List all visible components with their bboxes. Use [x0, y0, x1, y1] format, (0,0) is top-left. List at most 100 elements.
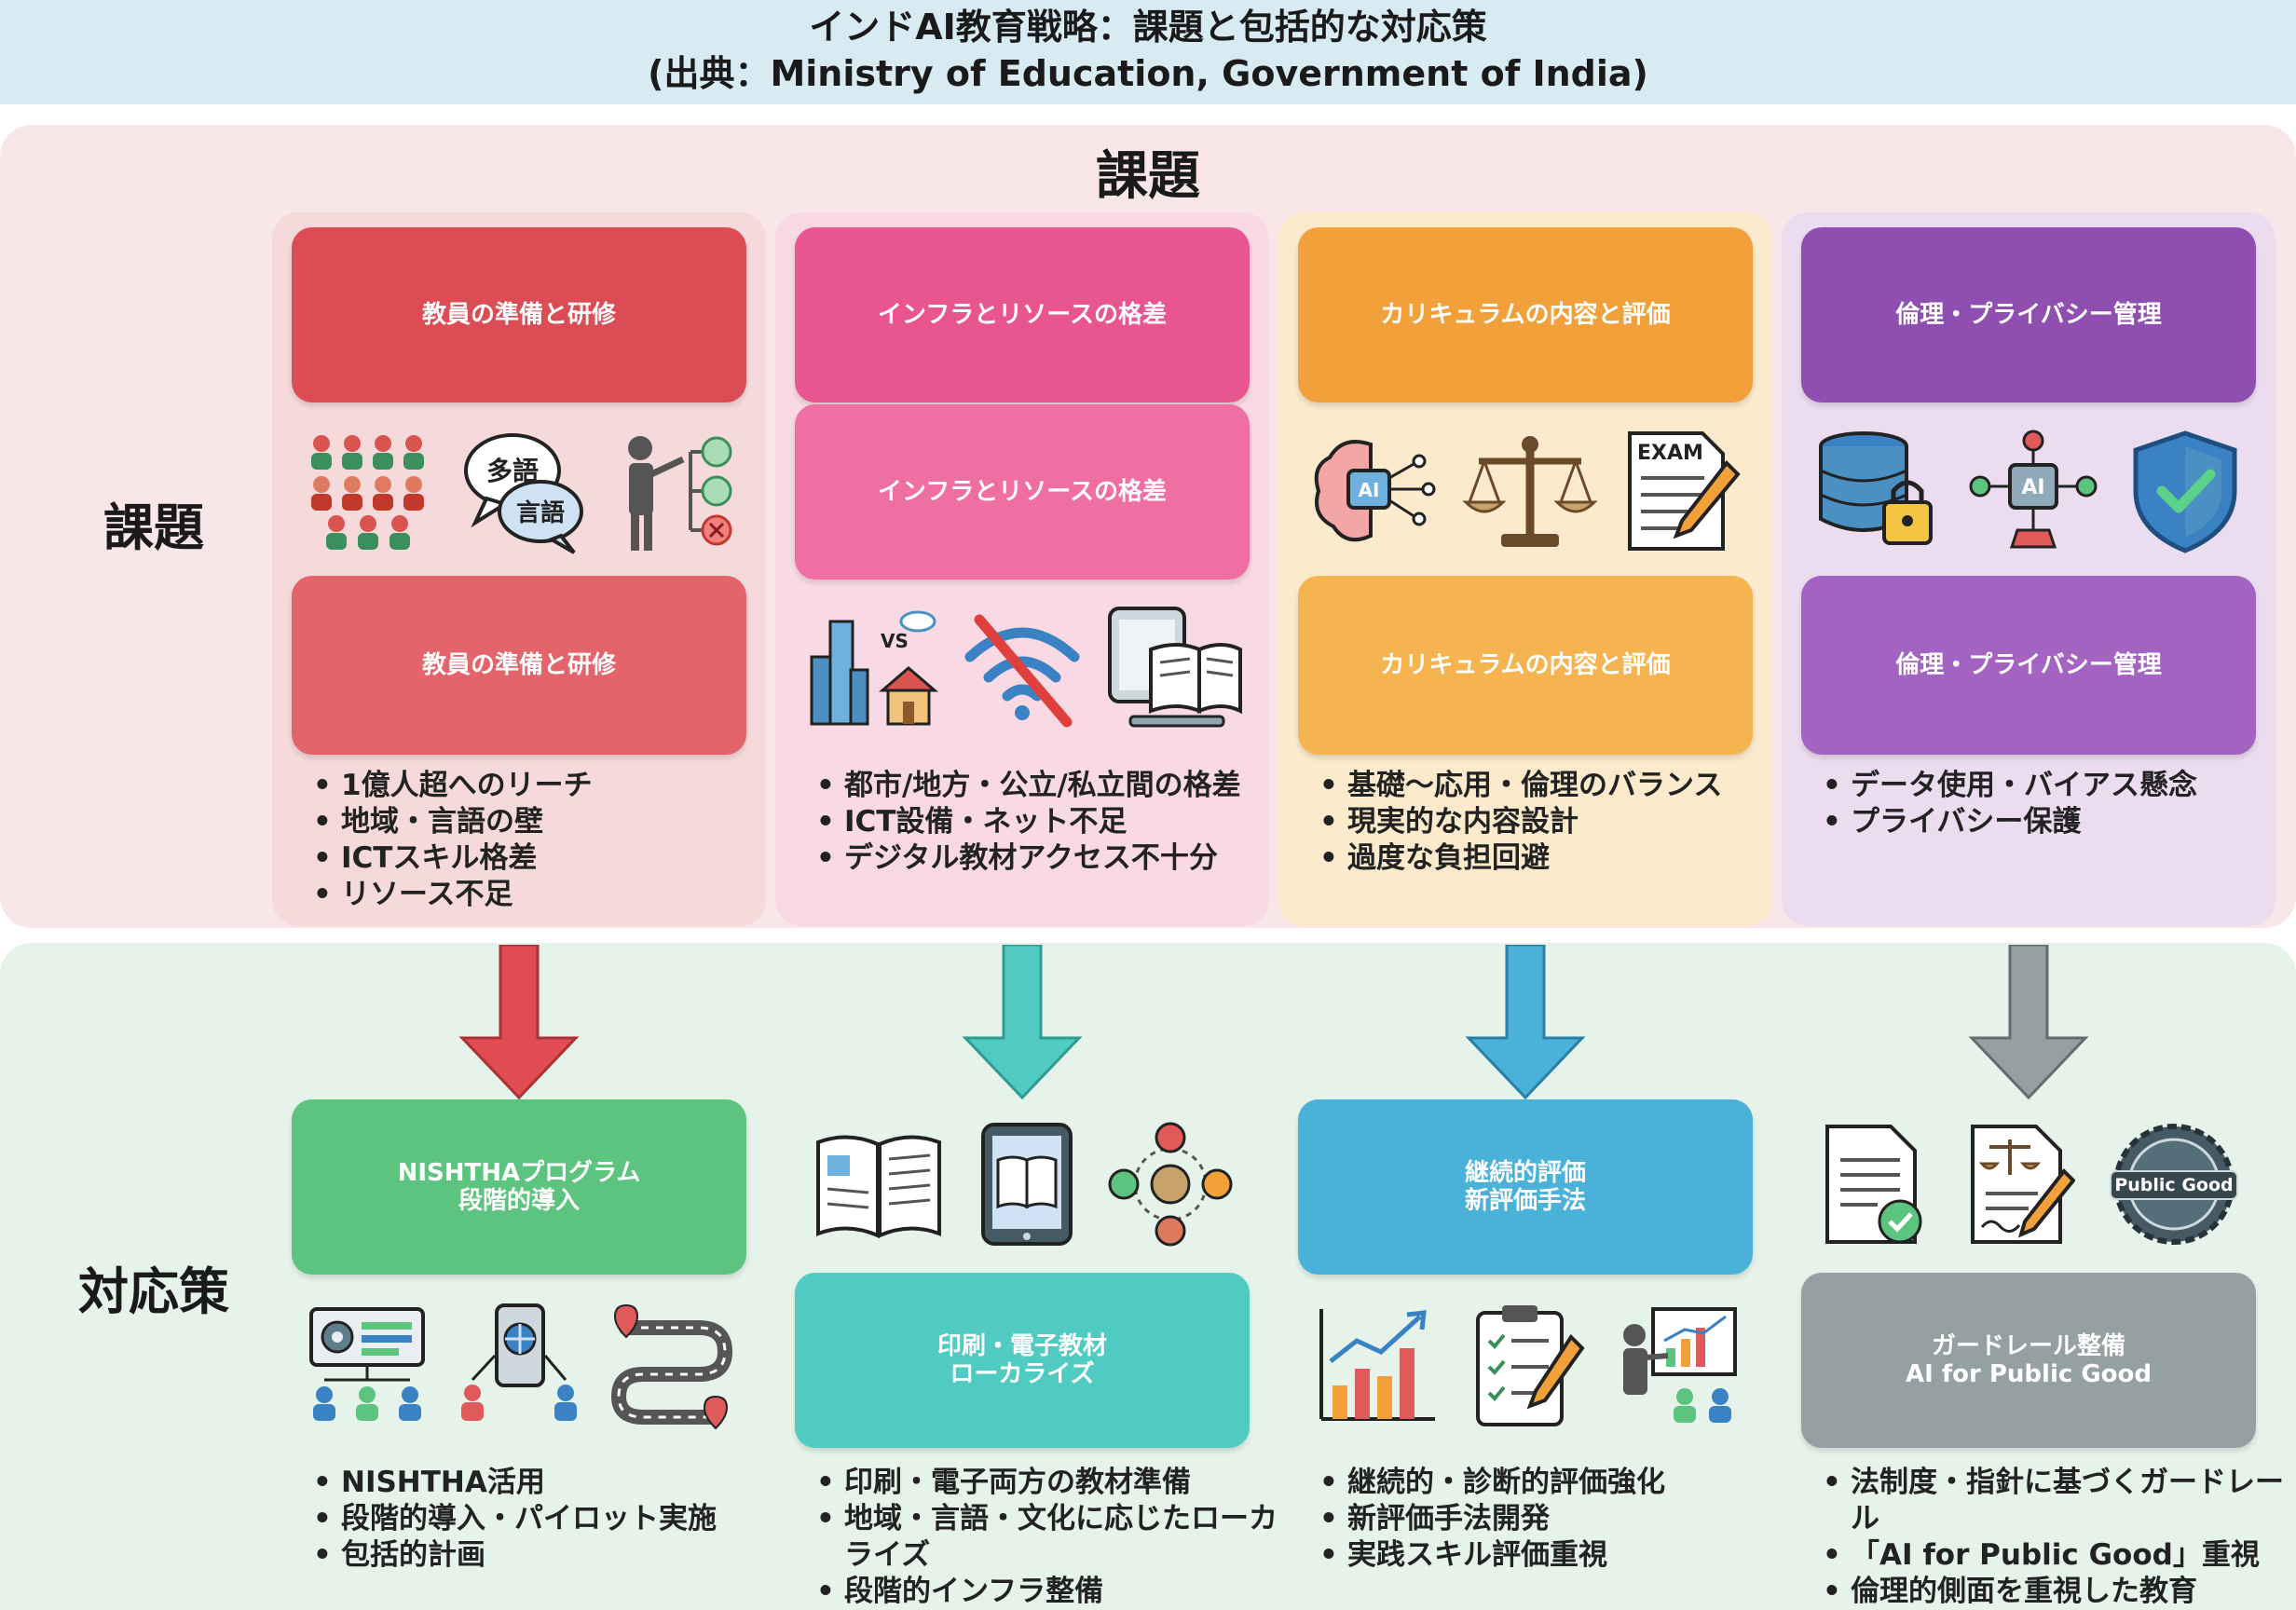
response-materials-box: 印刷・電子教材ローカライズ: [795, 1273, 1250, 1448]
response-nishtha-line1: NISHTHAプログラム: [397, 1159, 641, 1187]
ai-brain-icon: AI: [1314, 440, 1436, 542]
challenge-teachers-box-bottom: 教員の準備と研修: [292, 576, 746, 755]
response-guardrails-line2: AI for Public Good: [1905, 1360, 2152, 1388]
settings-dashboard-team-icon: [309, 1307, 426, 1421]
exam-label: EXAM: [1637, 442, 1703, 465]
response-nishtha-line2: 段階的導入: [458, 1187, 580, 1215]
public-good-seal-icon: Public Good: [2110, 1124, 2238, 1245]
challenge-curriculum-bullets: 基礎〜応用・倫理のバランス 現実的な内容設計 過度な負担回避: [1319, 768, 1722, 877]
list-item: 都市/地方・公立/私立間の格差: [816, 768, 1241, 804]
response-nishtha-bullets: NISHTHA活用 段階的導入・パイロット実施 包括的計画: [313, 1465, 717, 1574]
list-item: 地域・言語・文化に応じたローカ: [816, 1501, 1278, 1537]
list-item: NISHTHA活用: [313, 1465, 717, 1501]
list-item: 「AI for Public Good」重視: [1823, 1537, 2296, 1574]
challenge-ethics-bullets: データ使用・バイアス懸念 プライバシー保護: [1823, 768, 2197, 840]
city-vs-village-icon: VS: [810, 610, 939, 726]
response-materials-line2: ローカライズ: [950, 1360, 1095, 1388]
approved-document-icon: [1825, 1125, 1922, 1244]
no-wifi-icon: [964, 614, 1080, 728]
challenge-infrastructure-box-bottom: インフラとリソースの格差: [795, 404, 1250, 580]
list-item: 現実的な内容設計: [1319, 804, 1722, 840]
exam-paper-icon: EXAM: [1628, 431, 1741, 551]
response-materials-icons: [795, 1114, 1250, 1254]
presenter-board-icon: [1623, 1307, 1737, 1423]
challenge-curriculum-icons: AI EXAM: [1298, 421, 1753, 561]
teacher-group-icon: [310, 435, 424, 550]
speech-bubble-label-1: 多語: [486, 456, 539, 486]
response-materials-bullets: 印刷・電子両方の教材準備 地域・言語・文化に応じたローカ ライズ 段階的インフラ…: [816, 1465, 1278, 1610]
list-item: デジタル教材アクセス不十分: [816, 840, 1241, 877]
arrow-down-curriculum: [1465, 945, 1586, 1099]
presenter-choices-icon: [628, 436, 732, 551]
challenge-infrastructure-icons: VS: [795, 596, 1250, 736]
devices-ebook-icon: [1108, 607, 1242, 728]
speech-bubble-label-2: 言語: [516, 498, 565, 527]
responses-row-label: 対応策: [78, 1262, 229, 1321]
arrow-down-infrastructure: [962, 945, 1083, 1099]
challenge-curriculum-box-bottom: カリキュラムの内容と評価: [1298, 576, 1753, 755]
list-item: 実践スキル評価重視: [1319, 1537, 1665, 1574]
list-item: データ使用・バイアス懸念: [1823, 768, 2197, 804]
roadmap-route-icon: [610, 1303, 732, 1430]
response-assessment-box: 継続的評価新評価手法: [1298, 1099, 1753, 1275]
response-guardrails-line1: ガードレール整備: [1931, 1332, 2125, 1360]
culture-network-icon: [1108, 1122, 1233, 1247]
database-lock-icon: [1819, 431, 1934, 545]
list-item: ICTスキル格差: [313, 840, 593, 877]
vs-label: VS: [881, 630, 909, 652]
list-item: 段階的インフラ整備: [816, 1574, 1278, 1610]
challenge-ethics-icons: AI: [1801, 421, 2256, 561]
response-assessment-line2: 新評価手法: [1464, 1187, 1586, 1215]
open-book-icon: [815, 1135, 941, 1239]
shield-check-icon: [2133, 430, 2237, 553]
challenge-ethics-box-bottom: 倫理・プライバシー管理: [1801, 576, 2256, 755]
arrow-down-teachers: [458, 945, 580, 1099]
challenge-teachers-icons: 多語 言語: [292, 421, 746, 561]
challenges-heading: 課題: [1096, 146, 1200, 207]
list-item: プライバシー保護: [1823, 804, 2197, 840]
checklist-clipboard-icon: [1476, 1305, 1585, 1426]
response-nishtha-box: NISHTHAプログラム段階的導入: [292, 1099, 746, 1275]
arrow-down-ethics: [1968, 945, 2089, 1099]
public-good-seal-label: Public Good: [2114, 1175, 2233, 1195]
list-item: リソース不足: [313, 877, 593, 913]
page-header: インドAI教育戦略：課題と包括的な対応策 (出典：Ministry of Edu…: [0, 0, 2296, 104]
list-item: 段階的導入・パイロット実施: [313, 1501, 717, 1537]
tablet-ebook-icon: [980, 1123, 1073, 1246]
response-assessment-line1: 継続的評価: [1464, 1159, 1586, 1187]
list-item: 包括的計画: [313, 1537, 717, 1574]
speech-bubbles-icon: 多語 言語: [463, 433, 583, 554]
list-item: 新評価手法開発: [1319, 1501, 1665, 1537]
response-nishtha-icons: [292, 1295, 746, 1435]
list-item: 基礎〜応用・倫理のバランス: [1319, 768, 1722, 804]
page-subtitle: (出典：Ministry of Education, Government of…: [648, 53, 1648, 94]
response-assessment-bullets: 継続的・診断的評価強化 新評価手法開発 実践スキル評価重視: [1319, 1465, 1665, 1574]
list-item: 印刷・電子両方の教材準備: [816, 1465, 1278, 1501]
scales-icon: [1462, 436, 1598, 547]
ai-bias-network-icon: AI: [1969, 430, 2098, 549]
challenge-curriculum-box-top: カリキュラムの内容と評価: [1298, 227, 1753, 402]
list-item: 倫理的側面を重視した教育: [1823, 1574, 2296, 1610]
ai-network-label: AI: [2021, 476, 2044, 499]
list-item: 1億人超へのリーチ: [313, 768, 593, 804]
challenge-infrastructure-box-top: インフラとリソースの格差: [795, 227, 1250, 402]
list-item-continuation: ライズ: [844, 1538, 931, 1572]
response-materials-line1: 印刷・電子教材: [936, 1332, 1107, 1360]
challenge-infrastructure-bullets: 都市/地方・公立/私立間の格差 ICT設備・ネット不足 デジタル教材アクセス不十…: [816, 768, 1241, 877]
list-item: 地域・言語の壁: [313, 804, 593, 840]
mobile-learning-icon: [460, 1303, 577, 1421]
list-item: ICT設備・ネット不足: [816, 804, 1241, 840]
response-guardrails-bullets: 法制度・指針に基づくガードレール 「AI for Public Good」重視 …: [1823, 1465, 2296, 1610]
challenge-teachers-bullets: 1億人超へのリーチ 地域・言語の壁 ICTスキル格差 リソース不足: [313, 768, 593, 913]
legal-document-icon: [1971, 1125, 2075, 1244]
list-item: 継続的・診断的評価強化: [1319, 1465, 1665, 1501]
response-guardrails-icons: Public Good: [1801, 1114, 2256, 1254]
growth-chart-icon: [1319, 1309, 1435, 1421]
list-item: 過度な負担回避: [1319, 840, 1722, 877]
page-title: インドAI教育戦略：課題と包括的な対応策: [809, 7, 1487, 48]
challenge-ethics-box-top: 倫理・プライバシー管理: [1801, 227, 2256, 402]
list-item: 法制度・指針に基づくガードレール: [1823, 1465, 2296, 1537]
challenges-row-label: 課題: [103, 498, 204, 557]
challenge-teachers-box-top: 教員の準備と研修: [292, 227, 746, 402]
